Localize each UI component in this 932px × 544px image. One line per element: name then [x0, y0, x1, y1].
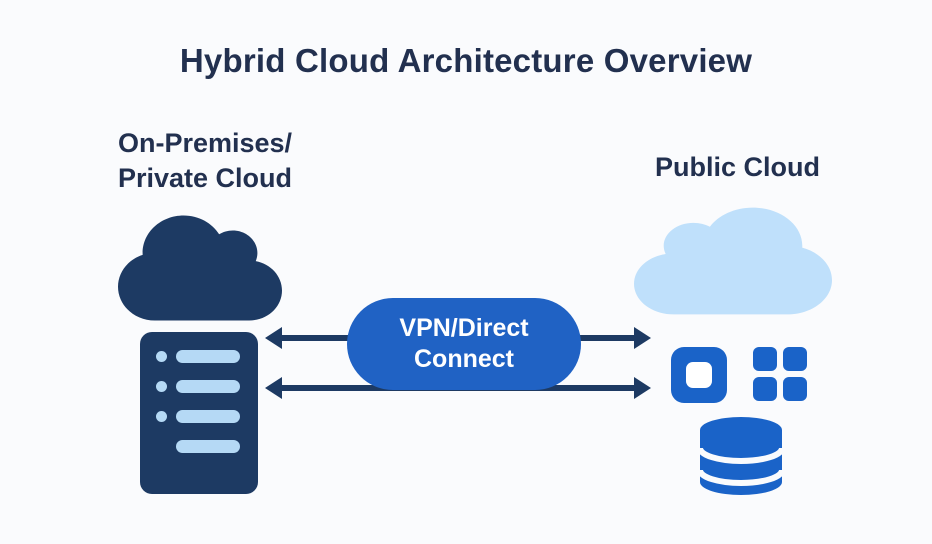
on-premises-label: On-Premises/ Private Cloud	[55, 126, 355, 196]
private-cloud-icon	[118, 215, 282, 321]
server-led-dot	[156, 411, 167, 422]
server-slot-bar	[176, 440, 240, 453]
server-led-dot	[156, 381, 167, 392]
app-grid-cell	[783, 347, 807, 371]
vpn-direct-connect-pill: VPN/Direct Connect	[347, 298, 581, 390]
app-grid-icon	[753, 347, 807, 401]
on-premises-label-line1: On-Premises/	[117, 128, 293, 158]
server-slot-bar	[176, 350, 240, 363]
public-cloud-label: Public Cloud	[655, 152, 820, 182]
server-slot-bar	[176, 380, 240, 393]
app-grid-cell	[753, 347, 777, 371]
container-icon-hole	[686, 362, 712, 388]
connector-label-line1: VPN/Direct	[399, 314, 529, 342]
public-cloud-icon	[634, 207, 832, 315]
database-icon	[700, 417, 782, 495]
server-led-dot	[156, 351, 167, 362]
app-grid-cell	[753, 377, 777, 401]
connector-label-line2: Connect	[414, 345, 514, 373]
app-grid-cell	[783, 377, 807, 401]
on-premises-label-line2: Private Cloud	[117, 163, 293, 193]
diagram-title: Hybrid Cloud Architecture Overview	[179, 42, 753, 79]
server-slot-bar	[176, 410, 240, 423]
server-icon	[140, 332, 258, 494]
container-icon	[671, 347, 727, 403]
